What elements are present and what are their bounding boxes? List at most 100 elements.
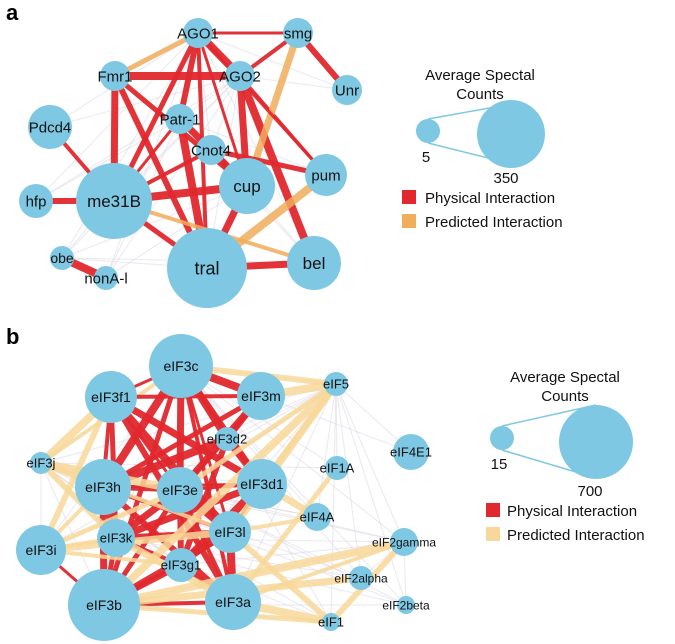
node-pum <box>305 154 347 196</box>
background-edge <box>316 383 337 518</box>
node-eIF3e <box>157 467 203 513</box>
background-edge <box>226 383 337 440</box>
node-Unr <box>332 75 362 105</box>
legend-a-large-circle <box>477 100 545 168</box>
node-label-eIF2alpha: eIF2alpha <box>334 571 388 585</box>
node-label-obe: obe <box>50 250 74 266</box>
node-label-eIF3a: eIF3a <box>215 594 251 610</box>
node-label-Unr: Unr <box>335 82 359 99</box>
node-Cnot4 <box>196 135 226 165</box>
node-label-bel: bel <box>303 254 326 273</box>
node-label-eIF3c: eIF3c <box>163 358 198 374</box>
node-tral <box>167 228 247 308</box>
edge-eIF2gamma-eIF3b <box>100 538 408 609</box>
legend-b-large-circle <box>559 405 633 479</box>
legend-a-physical-swatch <box>402 190 416 204</box>
node-eIF3h <box>75 459 131 515</box>
node-eIF3i <box>16 525 66 575</box>
background-edge <box>180 365 407 606</box>
node-label-nonA-l: nonA-l <box>84 270 127 287</box>
node-label-eIF3f1: eIF3f1 <box>91 389 131 405</box>
legend-a-physical-label: Physical Interaction <box>425 190 555 207</box>
legend-a-small-circle <box>416 119 440 143</box>
node-label-eIF3j: eIF3j <box>27 456 56 471</box>
node-label-tral: tral <box>194 258 219 278</box>
background-edge <box>239 75 348 91</box>
legend-b-title-line1: Average Spectal <box>510 369 620 386</box>
node-label-eIF3d2: eIF3d2 <box>207 432 247 447</box>
legend-a-predicted-swatch <box>402 214 416 228</box>
legend-b-small-circle <box>490 426 514 450</box>
background-edge <box>40 383 337 551</box>
node-Fmr1 <box>100 61 130 91</box>
node-label-eIF4E1: eIF4E1 <box>390 445 432 460</box>
node-eIF3j <box>30 452 52 474</box>
edge-eIF2gamma-eIF3a <box>231 540 406 604</box>
node-eIF3c <box>149 334 213 398</box>
node-eIF3d2 <box>215 427 239 451</box>
node-label-AGO2: AGO2 <box>219 68 261 85</box>
node-label-me31B: me31B <box>87 192 141 211</box>
node-label-eIF3g1: eIF3g1 <box>161 558 201 573</box>
node-label-eIF1A: eIF1A <box>320 461 355 476</box>
legend-b-small-value: 15 <box>491 456 508 473</box>
node-label-eIF4A: eIF4A <box>300 510 335 525</box>
background-edge <box>330 383 337 623</box>
edge-eIF1-eIF3l <box>227 529 334 625</box>
node-eIF3b <box>68 569 140 641</box>
legend-b-physical-swatch <box>486 503 500 517</box>
legend-a-title-line2: Counts <box>456 86 504 103</box>
background-edge <box>35 118 181 202</box>
legend-a-small-value: 5 <box>422 149 430 166</box>
node-label-Fmr1: Fmr1 <box>98 68 133 85</box>
legend-b-predicted-label: Predicted Interaction <box>507 527 645 544</box>
node-obe <box>50 246 74 270</box>
node-eIF4A <box>303 503 331 531</box>
edge-eIF1A-eIF3a <box>230 465 340 605</box>
edge-eIF5-eIF3b <box>100 380 340 609</box>
node-label-eIF3l: eIF3l <box>214 524 245 540</box>
node-label-Pdcd4: Pdcd4 <box>29 119 72 136</box>
legend-b-physical-label: Physical Interaction <box>507 503 637 520</box>
node-eIF2gamma <box>390 528 418 556</box>
node-eIF5 <box>324 372 348 396</box>
node-smg <box>283 18 313 48</box>
background-edge <box>61 185 248 259</box>
node-Pdcd4 <box>28 105 72 149</box>
node-eIF4E1 <box>393 434 429 470</box>
node-label-eIF3m: eIF3m <box>241 388 281 404</box>
background-edge <box>105 185 248 279</box>
node-eIF3f1 <box>85 371 137 423</box>
node-label-eIF3e: eIF3e <box>162 482 198 498</box>
panel-a-legend: Average Spectal Counts 5 350 Physical In… <box>402 67 563 231</box>
node-eIF2alpha <box>349 566 373 590</box>
edge-pum-AGO1 <box>196 31 328 177</box>
background-edge <box>197 32 348 91</box>
node-label-cup: cup <box>233 177 260 196</box>
node-eIF3m <box>237 372 285 420</box>
node-eIF2beta <box>397 596 415 614</box>
node-label-eIF2beta: eIF2beta <box>382 598 430 612</box>
node-label-eIF2gamma: eIF2gamma <box>372 535 436 549</box>
node-hfp <box>19 184 53 218</box>
node-label-eIF3b: eIF3b <box>86 597 122 613</box>
background-edge <box>40 383 337 464</box>
node-cup <box>219 158 275 214</box>
edge-AGO2-bel <box>236 72 318 267</box>
node-me31B <box>76 163 152 239</box>
background-edge <box>335 383 362 579</box>
node-eIF3d1 <box>237 459 287 509</box>
node-label-eIF3d1: eIF3d1 <box>240 476 284 492</box>
node-label-eIF3h: eIF3h <box>85 479 121 495</box>
panel-b-letter: b <box>6 324 19 349</box>
edge-AGO1-Fmr1 <box>112 30 201 79</box>
node-label-Cnot4: Cnot4 <box>191 142 231 159</box>
node-AGO2 <box>225 61 255 91</box>
node-label-eIF1: eIF1 <box>318 615 344 630</box>
node-label-hfp: hfp <box>26 193 47 210</box>
node-label-eIF3k: eIF3k <box>100 531 133 546</box>
node-bel <box>287 236 341 290</box>
